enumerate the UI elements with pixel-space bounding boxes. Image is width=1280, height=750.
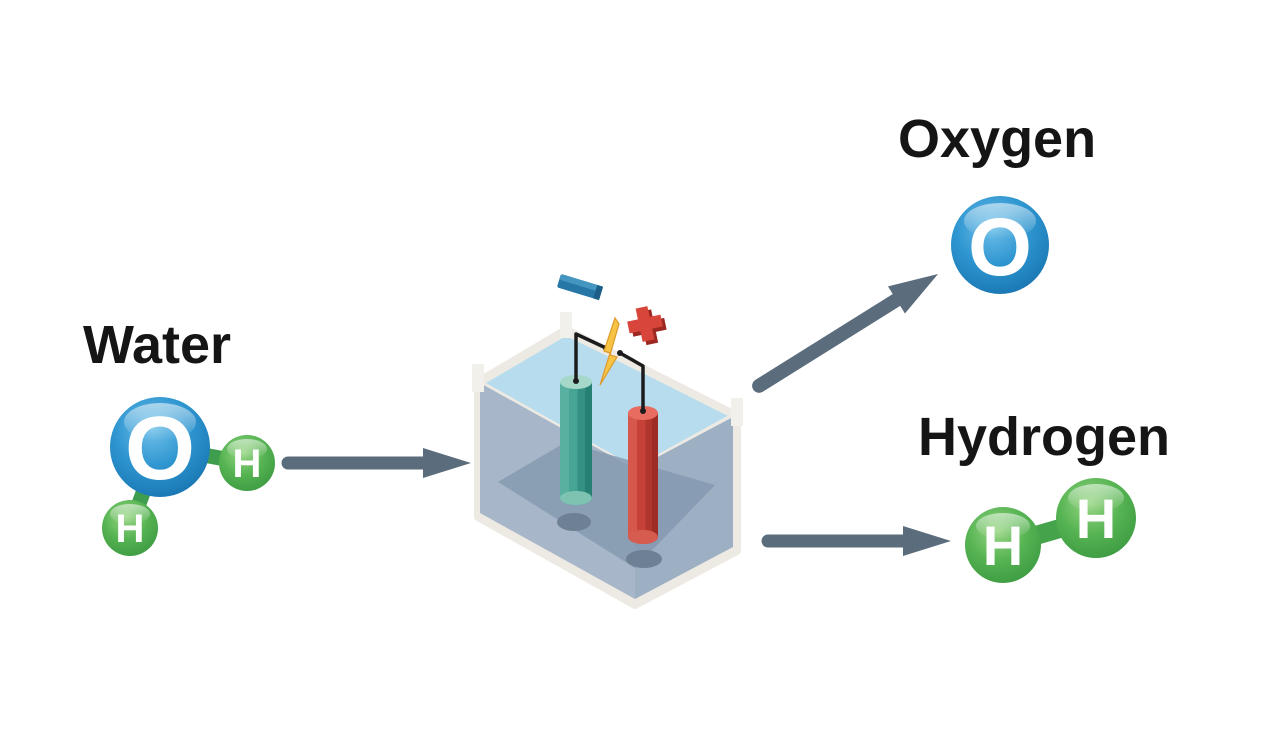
rim-lip-right bbox=[731, 398, 743, 426]
anode-body bbox=[628, 413, 658, 544]
oxygen-molecule: O bbox=[951, 196, 1049, 294]
cathode-body bbox=[560, 382, 592, 505]
gloss-highlight bbox=[1068, 484, 1124, 512]
anode-shadow bbox=[626, 550, 662, 568]
plus-symbol-icon bbox=[627, 306, 667, 346]
wire-terminal bbox=[573, 378, 579, 384]
electrolysis-tank bbox=[472, 274, 743, 609]
gloss-highlight bbox=[227, 439, 267, 459]
hydrogen-atom-symbol: H bbox=[116, 507, 145, 551]
cathode-shadow bbox=[557, 513, 591, 531]
gloss-highlight bbox=[110, 504, 150, 524]
hydrogen-label: Hydrogen bbox=[918, 407, 1171, 467]
wire-terminal bbox=[640, 408, 646, 414]
arrow-shaft bbox=[752, 290, 907, 393]
gloss-highlight bbox=[976, 513, 1030, 539]
cathode-electrode bbox=[560, 375, 592, 505]
arrow-tank-to-oxygen bbox=[752, 274, 939, 393]
hydrogen-atom-symbol: H bbox=[983, 514, 1023, 577]
arrow-water-to-tank bbox=[281, 448, 471, 478]
oxygen-label: Oxygen bbox=[898, 109, 1097, 169]
minus-top bbox=[559, 274, 603, 292]
rim-lip-left bbox=[472, 364, 484, 392]
anode-electrode bbox=[628, 406, 658, 544]
rim-lip-back bbox=[560, 312, 572, 338]
lightning-bolt-icon bbox=[599, 316, 620, 386]
water-molecule: O H H bbox=[102, 397, 275, 556]
water-surface bbox=[486, 336, 729, 467]
oxygen-atom-symbol: O bbox=[125, 399, 195, 499]
tank-rim-left bbox=[475, 326, 569, 386]
minus-symbol-icon bbox=[557, 274, 604, 301]
oxygen-atom-symbol: O bbox=[968, 202, 1032, 293]
gloss-highlight bbox=[964, 203, 1036, 239]
hydrogen-atom-symbol: H bbox=[233, 442, 262, 486]
arrow-tank-to-hydrogen bbox=[761, 526, 951, 556]
hydrogen-molecule: H H bbox=[965, 478, 1136, 583]
anode-wire bbox=[619, 351, 645, 412]
water-label: Water bbox=[83, 315, 232, 375]
gloss-highlight bbox=[124, 403, 196, 441]
anode-bottom bbox=[628, 530, 658, 544]
arrow-head bbox=[887, 274, 939, 314]
tank-floor bbox=[498, 442, 715, 568]
cathode-wire bbox=[574, 332, 607, 381]
hydrogen-atom-symbol: H bbox=[1076, 487, 1116, 550]
arrow-head bbox=[903, 526, 951, 556]
plus-front bbox=[627, 306, 663, 342]
cathode-bottom bbox=[560, 491, 592, 505]
arrow-head bbox=[423, 448, 471, 478]
wire-terminal bbox=[617, 350, 623, 356]
minus-end bbox=[593, 284, 604, 301]
